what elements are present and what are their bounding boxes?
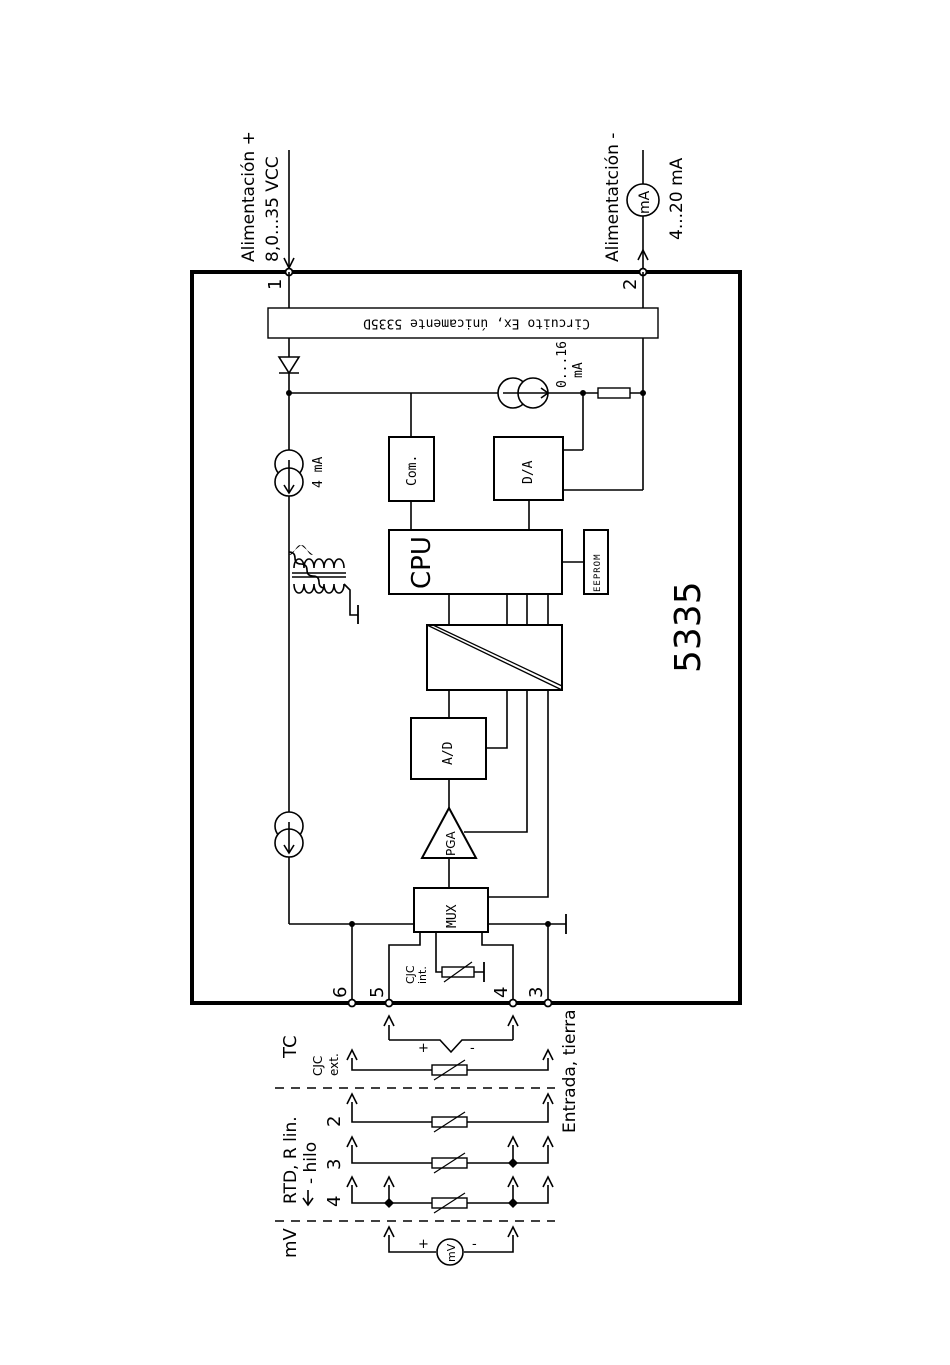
cjc-ext-label-1: CJC: [311, 1056, 325, 1076]
terminal-3-label: 3: [526, 987, 547, 998]
output-range-label: 4...20 mA: [667, 157, 687, 240]
wire-label: - hilo: [301, 1142, 321, 1184]
current-source-4ma-icon: [275, 450, 303, 496]
terminal-2-label: 2: [620, 279, 641, 290]
terminal-4: [510, 1000, 517, 1007]
wire-count-3: 3: [324, 1159, 345, 1170]
terminal-1-label: 1: [265, 279, 286, 290]
power-plus-label: Alimentación +: [239, 131, 259, 262]
com-label: Com.: [405, 455, 420, 486]
wire-arrow-icon: [303, 1190, 313, 1205]
mux-label: MUX: [445, 904, 460, 928]
cpu-label: CPU: [407, 536, 437, 589]
ground-label: Entrada, tierra: [560, 1009, 580, 1133]
model-label: 5335: [668, 581, 709, 673]
power-range-label: 8,0...35 VCC: [263, 156, 283, 262]
cjc-int-label-2: int.: [416, 966, 429, 984]
pga-label: PGA: [444, 830, 458, 856]
terminal-6: [349, 1000, 356, 1007]
eeprom-label: EEPROM: [593, 553, 603, 592]
mv-source-label: mV: [445, 1243, 458, 1262]
tc-label: TC: [280, 1035, 301, 1059]
terminal-5-label: 5: [367, 987, 388, 998]
tc-plus-sign: +: [418, 1041, 429, 1056]
meter-label: mA: [637, 190, 653, 214]
wire-count-2: 2: [324, 1116, 345, 1127]
ad-label: A/D: [441, 741, 456, 765]
input-current-source-icon: [275, 812, 303, 857]
mv-label: mV: [280, 1227, 301, 1258]
terminal-3: [545, 1000, 552, 1007]
terminal-5: [386, 1000, 393, 1007]
cjc-ext-label-2: ext.: [327, 1053, 341, 1076]
sense-resistor: [598, 388, 630, 398]
ex-circuit-label: Circuito Ex, únicamente 5335D: [363, 316, 590, 331]
terminal-4-label: 4: [491, 987, 512, 998]
current-source-label: 4 mA: [311, 457, 326, 488]
transformer-icon: [289, 506, 358, 624]
terminal-6-label: 6: [330, 987, 351, 998]
output-stage-label-2: mA: [571, 362, 586, 378]
mv-minus-sign: -: [472, 1237, 477, 1252]
da-label: D/A: [521, 460, 536, 484]
thermocouple-icon: [389, 1040, 513, 1052]
output-current-source-icon: [498, 378, 548, 408]
tc-minus-sign: -: [470, 1041, 475, 1056]
diode-icon: [279, 357, 299, 373]
output-stage-label-1: 0...16: [555, 341, 570, 388]
rtd-label: RTD, R lin.: [281, 1116, 301, 1204]
mv-plus-sign: +: [418, 1237, 429, 1252]
wire-count-4: 4: [324, 1196, 345, 1207]
power-minus-label: Alimentatción -: [603, 133, 623, 262]
